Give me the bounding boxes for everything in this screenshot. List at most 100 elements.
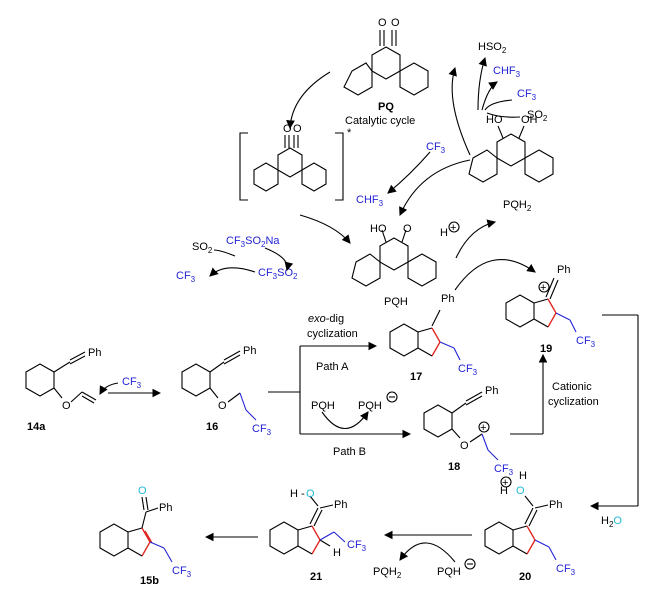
compound-20-structure: Ph bbox=[484, 495, 562, 561]
o-label: O bbox=[391, 17, 400, 29]
exo-dig-label: exo-dig bbox=[308, 313, 344, 325]
o-label: O bbox=[403, 223, 412, 235]
o-label: O bbox=[283, 123, 292, 135]
cationic-label-2: cyclization bbox=[548, 396, 599, 408]
o-label: O bbox=[293, 123, 302, 135]
path-a-label: Path A bbox=[316, 361, 349, 373]
sulfinate-arrow bbox=[264, 247, 294, 272]
cf3-mid-label: CF3 bbox=[426, 141, 446, 155]
compound-18-structure: Ph O bbox=[423, 385, 498, 461]
ho-label: HO bbox=[486, 114, 503, 126]
cationic-label: Cationic bbox=[552, 381, 592, 393]
minus-circle bbox=[386, 391, 398, 403]
pqh-bottom-label: PQH bbox=[437, 566, 461, 578]
cf3-16-label: CF3 bbox=[252, 423, 272, 437]
cf3-21-label: CF3 bbox=[347, 539, 367, 553]
o-label: O bbox=[378, 17, 387, 29]
pqh-radical-label: PQH bbox=[384, 296, 408, 308]
chf3-top-label: CHF3 bbox=[493, 65, 521, 79]
plus-sign: + bbox=[502, 477, 508, 489]
pqh2-structure: HO OH bbox=[468, 114, 554, 183]
o-label: O bbox=[218, 400, 227, 412]
dash: - bbox=[301, 488, 305, 500]
compound-15b-label: 15b bbox=[140, 575, 159, 587]
cf3-addition-curl bbox=[99, 382, 119, 395]
compound-21-structure: Ph bbox=[269, 495, 347, 555]
ph-label: Ph bbox=[159, 502, 172, 514]
cf3-top-label: CF3 bbox=[517, 88, 537, 102]
cf3-20-label: CF3 bbox=[556, 563, 576, 577]
pqh-radical-b-label: PQH bbox=[311, 400, 335, 412]
so2-top-label: SO2 bbox=[527, 109, 548, 123]
plus-circle bbox=[448, 221, 460, 233]
compound-15b-structure: Ph bbox=[99, 496, 173, 563]
h-label: H bbox=[333, 547, 341, 559]
plus-sign: + bbox=[480, 422, 486, 434]
cf3-left-label: CF3 bbox=[176, 270, 196, 284]
compound-17-label: 17 bbox=[410, 371, 422, 383]
chf3-arrow bbox=[481, 81, 498, 111]
oh-label: OH bbox=[521, 114, 538, 126]
cf3-in-arrow bbox=[484, 99, 513, 111]
cyclization-label: cyclization bbox=[307, 328, 358, 340]
ph-label: Ph bbox=[88, 347, 101, 359]
ph-label: Ph bbox=[334, 499, 347, 511]
cf3so2na-label: CF3SO2Na bbox=[226, 235, 280, 249]
hso2-label: HSO2 bbox=[478, 41, 507, 55]
o-cyan-label: O bbox=[516, 485, 525, 497]
set-arrow bbox=[321, 411, 369, 429]
pqh-radical-structure: HO O bbox=[351, 223, 437, 287]
deprotonation-arrow bbox=[399, 542, 456, 563]
compound-17-structure: Ph bbox=[389, 293, 461, 361]
ph-label: Ph bbox=[441, 293, 454, 305]
o-cyan-label: O bbox=[138, 485, 147, 497]
cycle-arrow-down bbox=[286, 71, 331, 130]
h2o-label: H2O bbox=[601, 515, 622, 529]
excited-star: * bbox=[347, 127, 352, 139]
compound-19-label: 19 bbox=[540, 343, 552, 355]
plus-circle bbox=[538, 281, 550, 293]
so2-left-label: SO2 bbox=[192, 241, 213, 255]
cf3-17-label: CF3 bbox=[458, 363, 478, 377]
cf3so2-label: CF3SO2 bbox=[258, 267, 298, 281]
chf3-form-arrow bbox=[387, 151, 431, 194]
compound-18-label: 18 bbox=[448, 461, 460, 473]
ph-label: Ph bbox=[557, 264, 570, 276]
chf3-mid-label: CHF3 bbox=[356, 194, 384, 208]
cycle-arrow-up bbox=[448, 66, 471, 156]
compound-16-label: 16 bbox=[206, 421, 218, 433]
ph-label: Ph bbox=[549, 499, 562, 511]
cf3-release-arrow bbox=[209, 267, 256, 277]
compound-19-structure: Ph bbox=[505, 264, 577, 333]
cf3-19-label: CF3 bbox=[576, 335, 596, 349]
h-plus-arrow bbox=[455, 219, 497, 259]
o-label: O bbox=[62, 400, 71, 412]
plus-circle bbox=[500, 476, 512, 488]
compound-14a-structure: Ph O bbox=[25, 347, 101, 412]
compound-16-structure: Ph O bbox=[181, 345, 256, 421]
pqh2-bottom-label: PQH2 bbox=[373, 566, 402, 580]
ph-label: Ph bbox=[243, 345, 256, 357]
h-label: H bbox=[500, 485, 508, 497]
minus-circle bbox=[464, 558, 476, 570]
so2-out-arrow bbox=[486, 112, 521, 118]
catalytic-cycle-label: Catalytic cycle bbox=[345, 115, 415, 127]
o-label: O bbox=[460, 440, 469, 452]
pqh2-label: PQH2 bbox=[503, 199, 532, 213]
pq-excited-structure: O O * bbox=[239, 123, 352, 201]
path-b-label: Path B bbox=[333, 446, 366, 458]
pqh-oxidation-arrow bbox=[454, 259, 536, 291]
plus-sign: + bbox=[540, 282, 546, 294]
ph-label: Ph bbox=[485, 385, 498, 397]
compound-21-label: 21 bbox=[310, 571, 322, 583]
h-plus-label: H bbox=[440, 227, 448, 239]
pqh2-to-pqh-arrow bbox=[399, 159, 471, 217]
hso2-arrow bbox=[477, 56, 487, 111]
pq-structure: O O bbox=[343, 17, 429, 96]
compound-14a-label: 14a bbox=[27, 421, 46, 433]
cf3-generic-label: CF3 bbox=[122, 376, 142, 390]
pq-star-to-pqh-arrow bbox=[299, 214, 351, 244]
ho-label: HO bbox=[370, 223, 387, 235]
